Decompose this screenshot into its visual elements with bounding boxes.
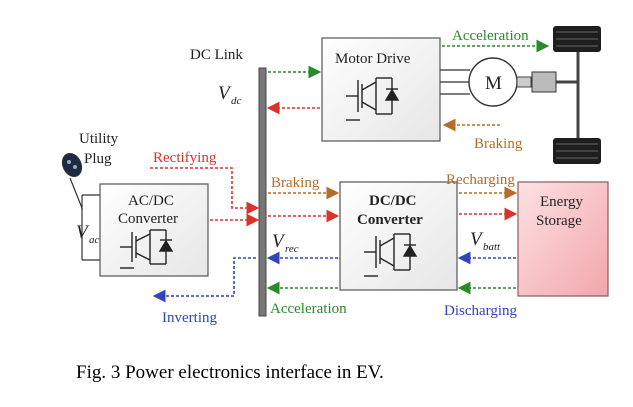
braking-mid-label: Braking (271, 175, 320, 191)
rectifying-arrow (150, 167, 260, 215)
acdc-converter-block: AC/DC Converter (99, 183, 209, 277)
igbt-symbol-icon (346, 77, 400, 121)
svg-text:Plug: Plug (84, 151, 112, 167)
braking-right-label: Braking (474, 136, 523, 152)
svg-text:Converter: Converter (357, 212, 423, 228)
energy-storage-block: Energy Storage (517, 181, 609, 297)
svg-text:dc: dc (231, 95, 242, 107)
utility-plug-icon: Utility Plug (61, 131, 119, 261)
v-dc-label: V dc (218, 83, 242, 107)
dcdc-converter-block: DC/DC Converter (339, 181, 458, 291)
dc-link-bus (258, 67, 267, 317)
acceleration-top-label: Acceleration (452, 28, 529, 44)
motor-drive-block: Motor Drive (321, 37, 441, 142)
svg-text:Utility: Utility (79, 131, 119, 147)
v-rec-label: V rec (272, 231, 299, 255)
svg-text:ac: ac (89, 234, 100, 246)
inverting-label: Inverting (162, 310, 217, 326)
svg-text:Energy: Energy (540, 194, 584, 210)
svg-text:AC/DC: AC/DC (128, 193, 174, 209)
rectifying-label: Rectifying (153, 150, 217, 166)
wheel-axle-icon (531, 26, 601, 164)
motor-icon: M (440, 57, 532, 107)
svg-text:Converter: Converter (118, 211, 178, 227)
svg-text:V: V (470, 229, 484, 250)
svg-text:V: V (272, 231, 286, 252)
igbt-symbol-icon (364, 233, 418, 277)
svg-text:rec: rec (285, 243, 299, 255)
figure-caption: Fig. 3 Power electronics interface in EV… (76, 362, 384, 383)
v-ac-label: V ac (76, 222, 100, 246)
dc-link-label: DC Link (190, 47, 243, 63)
igbt-symbol-icon (120, 229, 174, 269)
svg-text:V: V (76, 222, 90, 243)
svg-text:M: M (485, 73, 502, 94)
inverting-arrow (152, 257, 256, 303)
svg-text:Storage: Storage (536, 213, 582, 229)
svg-text:V: V (218, 83, 232, 104)
svg-text:Motor Drive: Motor Drive (335, 51, 411, 67)
recharging-label: Recharging (446, 172, 515, 188)
acceleration-bottom-label: Acceleration (270, 301, 347, 317)
svg-text:batt: batt (483, 241, 501, 253)
svg-text:DC/DC: DC/DC (369, 193, 417, 209)
v-batt-label: V batt (470, 229, 501, 253)
discharging-label: Discharging (444, 303, 518, 319)
